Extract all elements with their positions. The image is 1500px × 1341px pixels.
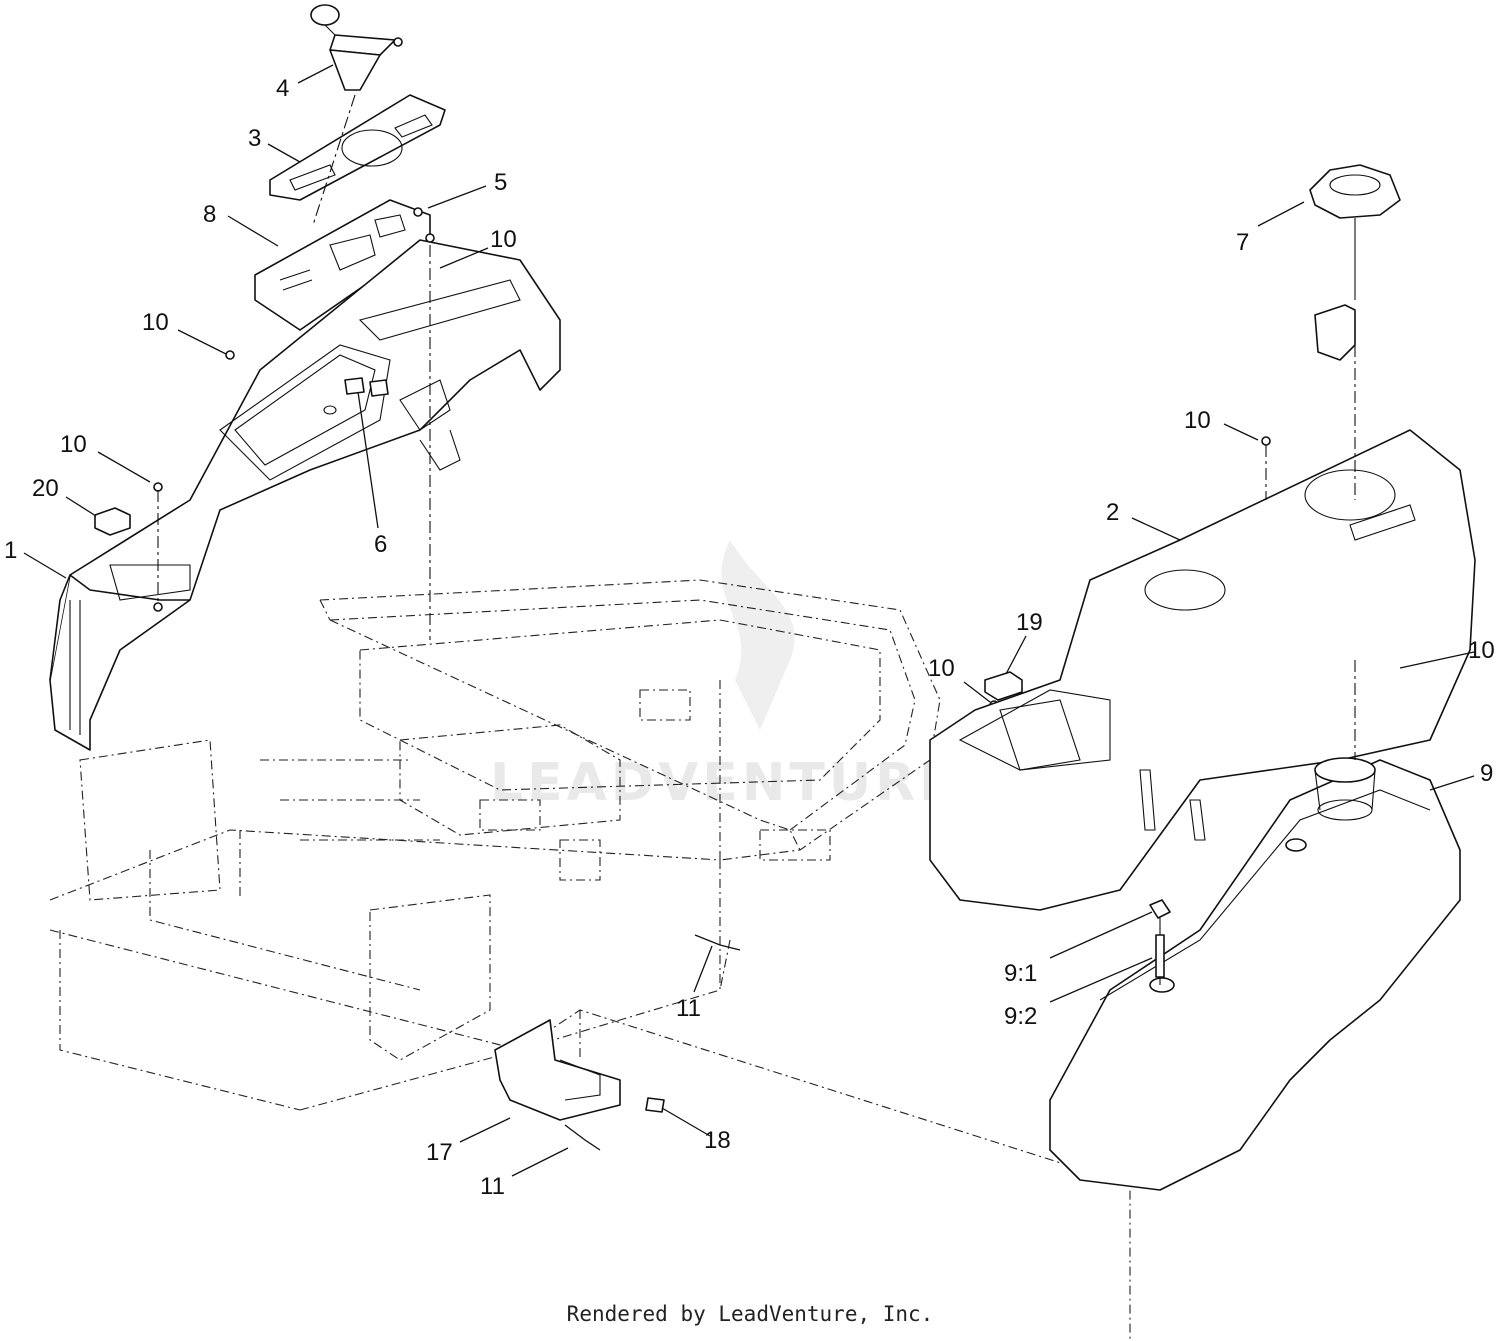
callout-19: 19 (1016, 609, 1043, 636)
callout-10-lower-left: 10 (60, 431, 87, 458)
render-credit: Rendered by LeadVenture, Inc. (566, 1302, 934, 1326)
callout-6: 6 (374, 531, 387, 558)
callout-7: 7 (1236, 229, 1249, 256)
callout-4: 4 (276, 75, 289, 102)
part-2-right-console (929, 429, 1476, 911)
chassis-frame (49, 579, 1311, 1341)
callout-9: 9 (1480, 760, 1493, 787)
assembly-lines (157, 94, 1356, 760)
callout-11-lower: 11 (480, 1173, 505, 1200)
callout-11-upper: 11 (676, 995, 701, 1022)
callout-18: 18 (704, 1127, 731, 1154)
part-18-bolt (645, 1097, 665, 1113)
callout-10-right-edge: 10 (1468, 637, 1495, 664)
callout-10-right-upper: 10 (1184, 407, 1211, 434)
part-19-bracket (984, 671, 1023, 701)
callout-labels: 4 3 5 8 10 10 10 20 1 6 7 10 2 19 10 10 … (4, 75, 1495, 1200)
part-6-clips (344, 377, 389, 397)
callout-8: 8 (203, 201, 216, 228)
part-3-decal-plate (269, 94, 446, 201)
callout-3: 3 (248, 125, 261, 152)
leader-lines (23, 64, 1475, 1177)
callout-5: 5 (494, 169, 507, 196)
part-1-left-console (49, 239, 561, 751)
part-4-key-switch (310, 4, 403, 91)
part-7-fuel-cap (1309, 164, 1401, 361)
callout-2: 2 (1106, 499, 1119, 526)
callout-20: 20 (32, 475, 59, 502)
part-17-guard (494, 1019, 621, 1121)
watermark: LEADVENTURE (490, 540, 955, 813)
callout-17: 17 (426, 1139, 453, 1166)
part-9-fuel-tank (1049, 757, 1461, 1191)
callout-9-2: 9:2 (1004, 1003, 1037, 1030)
part-9-fittings (1149, 899, 1171, 985)
callout-10-right-mid: 10 (928, 655, 955, 682)
callout-10-left: 10 (142, 309, 169, 336)
callout-10-upper: 10 (490, 226, 517, 253)
part-11-clips (564, 934, 741, 1151)
callout-1: 1 (4, 537, 17, 564)
callout-9-1: 9:1 (1004, 960, 1037, 987)
part-20-bracket (94, 507, 131, 536)
